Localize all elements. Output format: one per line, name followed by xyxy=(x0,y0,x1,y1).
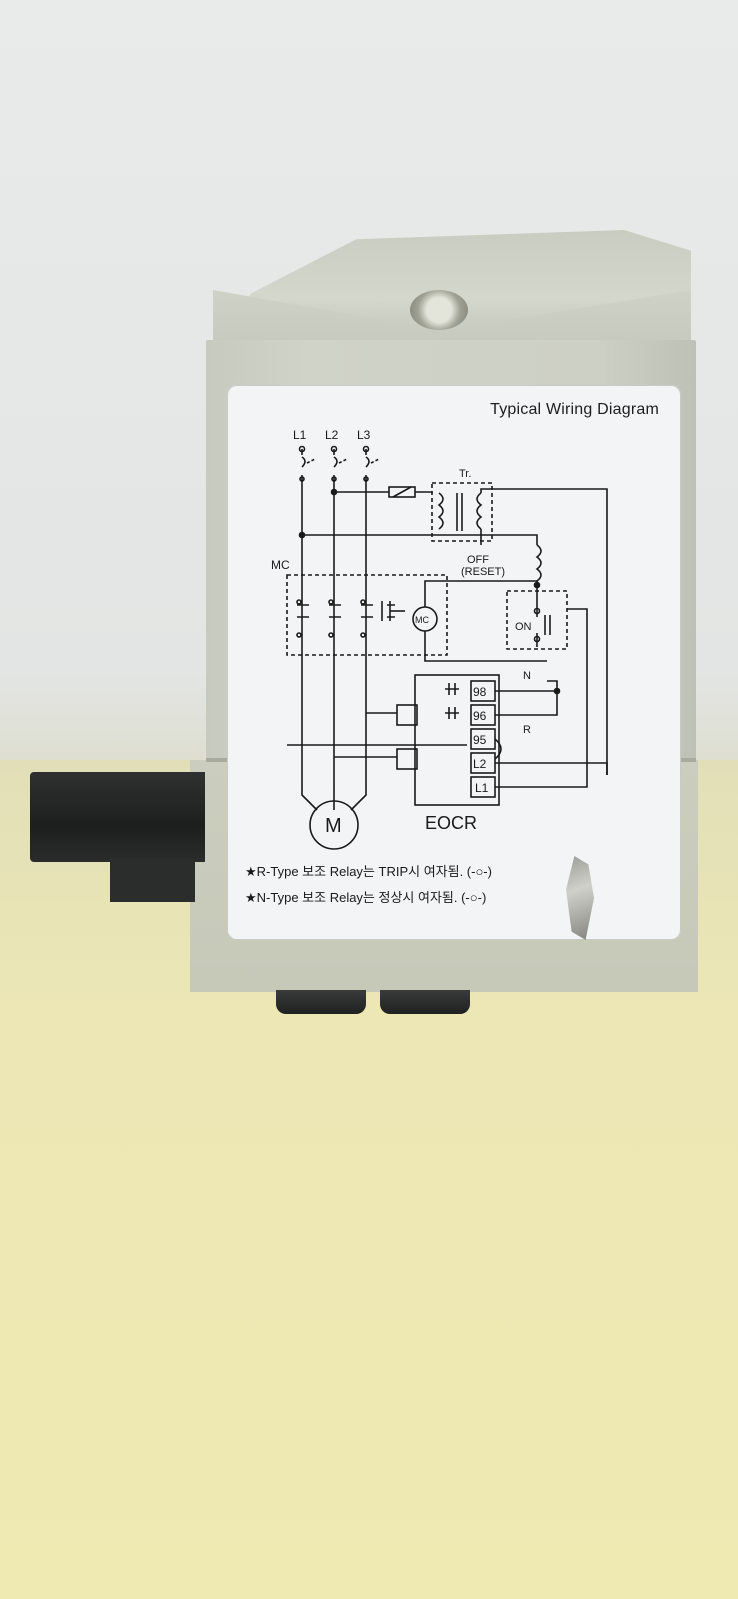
label-title: Typical Wiring Diagram xyxy=(490,401,659,418)
motor-label: M xyxy=(325,815,342,837)
terminal-block-left xyxy=(276,990,366,1014)
transformer-label: Tr. xyxy=(459,468,471,480)
terminal-95: 95 xyxy=(473,733,487,747)
reset-label: (RESET) xyxy=(461,566,505,578)
device-label: EOCR xyxy=(425,813,477,833)
line-label-l1: L1 xyxy=(293,428,307,442)
black-clip-lower xyxy=(110,858,195,902)
terminal-l2: L2 xyxy=(473,757,487,771)
coil-label: MC xyxy=(415,615,429,625)
wiring-diagram: L1 L2 L3 Tr. OFF (RESET) xyxy=(271,428,608,850)
terminal-l1: L1 xyxy=(475,781,489,795)
terminal-96: 96 xyxy=(473,709,487,723)
n-type-note: ★N-Type 보조 Relay는 정상시 여자됨. (-○-) xyxy=(245,890,487,905)
line-label-l3: L3 xyxy=(357,428,371,442)
contactor-label: MC xyxy=(271,558,290,572)
off-label: OFF xyxy=(467,554,489,566)
terminal-block-right xyxy=(380,990,470,1014)
r-type-note: ★R-Type 보조 Relay는 TRIP시 여자됨. (-○-) xyxy=(245,864,492,879)
r-mark: R xyxy=(523,724,531,736)
wiring-diagram-label: Typical Wiring Diagram L1 L2 L3 Tr. xyxy=(227,385,681,940)
black-clip xyxy=(30,772,205,862)
mounting-hole xyxy=(410,290,468,330)
on-label: ON xyxy=(515,621,532,633)
terminal-98: 98 xyxy=(473,685,487,699)
n-mark: N xyxy=(523,670,531,682)
line-label-l2: L2 xyxy=(325,428,339,442)
